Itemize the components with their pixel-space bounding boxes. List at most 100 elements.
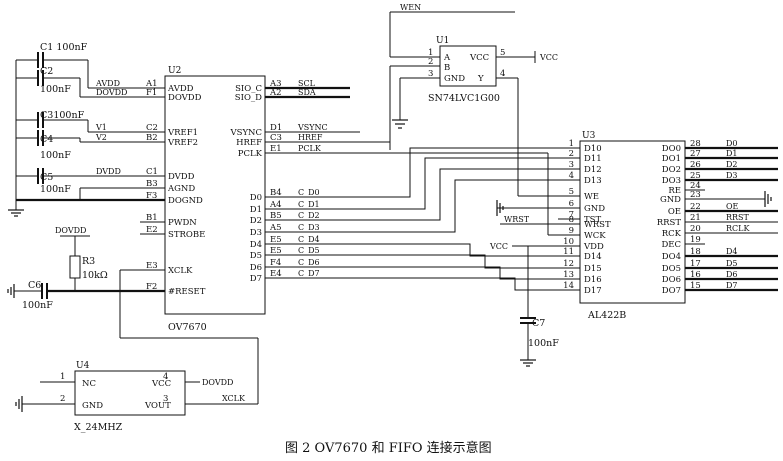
u2-net-v2: V2 xyxy=(95,133,107,142)
u3-pin-tst: TST xyxy=(584,215,601,225)
u3-pin-4-num: 4 xyxy=(569,171,574,181)
u2-pin-d6: D6 xyxy=(250,263,262,273)
u3-net-rclk: RCLK xyxy=(726,224,750,233)
u2-rpin-num-3: C3 xyxy=(270,133,282,143)
u2-rpin-num-8: A5 xyxy=(269,223,282,233)
u2-pin-f2-num: F2 xyxy=(146,282,157,292)
u2-pin-e2-num: E2 xyxy=(146,225,158,235)
u3-pin-d16: D16 xyxy=(584,275,602,285)
u1-pin-vcc: VCC xyxy=(469,53,489,63)
u2-rpin-num-2: D1 xyxy=(270,123,282,133)
u2-pin-b2-num: B2 xyxy=(146,133,158,143)
c7-value: 100nF xyxy=(528,338,559,349)
u3-pin-do5: DO5 xyxy=(662,264,681,274)
u2-pin-c1-num: C1 xyxy=(146,167,158,177)
u3-pin-8-num: 8 xyxy=(569,215,574,225)
u3-pin-d13: D13 xyxy=(584,176,602,186)
u2-pin-sio-d: SIO_D xyxy=(235,93,262,103)
u3-ref: U3 xyxy=(582,131,596,141)
u3-pin-11-num: 11 xyxy=(563,247,574,257)
u3-pin-5-num: 5 xyxy=(569,187,574,197)
u3-pin-d12: D12 xyxy=(584,165,602,175)
u2-pin-b3-num: B3 xyxy=(146,179,158,189)
u2-pin-reset: #RESET xyxy=(168,287,206,297)
u3-pin-do3: DO3 xyxy=(662,176,681,186)
u3-pin-15-num: 15 xyxy=(690,281,701,291)
u3-pin-rck: RCK xyxy=(662,229,682,239)
u2-pin-d4: D4 xyxy=(250,240,262,250)
c5-ref: C5 xyxy=(40,172,53,183)
u2-pin-pwdn: PWDN xyxy=(168,218,197,228)
u3-vcc-net: VCC xyxy=(489,242,508,251)
u3-pin-27-num: 27 xyxy=(690,149,701,159)
c2-value: 100nF xyxy=(40,84,71,95)
c6-value: 100nF xyxy=(22,300,53,311)
u3-net-rrst: RRST xyxy=(726,213,750,222)
u3-pin-gnd: GND xyxy=(584,204,605,214)
u2-name: OV7670 xyxy=(168,322,207,333)
u3-pin-oe: OE xyxy=(668,207,681,217)
u2-net-c-d0: C_D0 xyxy=(298,188,320,197)
u3-pin-gnd: GND xyxy=(660,195,681,205)
u2-pin-sio-c: SIO_C xyxy=(235,84,262,94)
u3-pin-d10: D10 xyxy=(584,144,602,154)
u2-rpin-num-6: A4 xyxy=(269,200,282,210)
u3-net-d6: D6 xyxy=(726,270,738,279)
u2-net-scl: SCL xyxy=(298,79,316,88)
u3-pin-23-num: 23 xyxy=(690,190,701,200)
r3-value: 10kΩ xyxy=(82,270,108,281)
u2-pin-href: HREF xyxy=(236,138,262,148)
u3-net-d2: D2 xyxy=(726,160,738,169)
u4-pin-1-num: 1 xyxy=(60,372,65,382)
u2-net-pclk: PCLK xyxy=(298,144,322,153)
u4-oscillator: U4 X_24MHZ 1 NC 2 GND 4 VCC DOVDD 3 VOUT… xyxy=(15,361,246,433)
c4-value: 100nF xyxy=(40,150,71,161)
u2-pin-e3-num: E3 xyxy=(146,261,158,271)
u3-pin-wck: WCK xyxy=(584,231,606,241)
u3-pin-17-num: 17 xyxy=(690,259,701,269)
u3-pin-do1: DO1 xyxy=(662,154,681,164)
u2-pin-d3: D3 xyxy=(250,228,262,238)
u3-pin-rrst: RRST xyxy=(657,218,682,228)
u3-pin-19-num: 19 xyxy=(690,235,701,245)
u2-rpin-num-0: A3 xyxy=(269,79,282,89)
u2-pin-f1-num: F1 xyxy=(146,88,157,98)
u3-pin-do6: DO6 xyxy=(662,275,681,285)
u2-rpin-num-7: B5 xyxy=(270,211,282,221)
cap-ladder: C1 100nF C2 100nF C3100nF C4 100nF C5 10… xyxy=(8,42,165,217)
u2-pin-d2: D2 xyxy=(250,216,262,226)
u2-pin-a1-num: A1 xyxy=(145,79,158,89)
u2-rpin-num-10: E5 xyxy=(270,246,282,256)
u3-pin-7-num: 7 xyxy=(569,210,574,220)
u4-pin-nc: NC xyxy=(82,379,96,389)
u3-pin-do0: DO0 xyxy=(662,144,681,154)
u2-pin-d1: D1 xyxy=(250,205,262,215)
interconnect xyxy=(360,141,580,291)
u3-pin-10-num: 10 xyxy=(563,237,574,247)
u1-pin-3-num: 3 xyxy=(428,69,433,79)
c1-label: C1 100nF xyxy=(40,42,88,53)
u2-net-v1: V1 xyxy=(95,123,107,132)
u3-pin-2-num: 2 xyxy=(569,149,574,159)
u2-net-c-d5: C_D5 xyxy=(298,246,320,255)
u3-pin-1-num: 1 xyxy=(569,139,574,149)
wrst-net: WRST xyxy=(504,215,530,224)
u3-pin-6-num: 6 xyxy=(569,199,574,209)
u2-rpin-num-4: E1 xyxy=(270,144,282,154)
u4-xclk-net: XCLK xyxy=(222,394,246,403)
u2-pin-d5: D5 xyxy=(250,251,262,261)
u4-pin-vcc: VCC xyxy=(151,379,171,389)
u2-net-c-d1: C_D1 xyxy=(298,200,320,209)
u2-rpin-num-11: F4 xyxy=(270,258,281,268)
u4-pin-2-num: 2 xyxy=(60,394,65,404)
u3-net-d7: D7 xyxy=(726,281,738,290)
u3-pin-14-num: 14 xyxy=(563,281,574,291)
u2-net-avdd: AVDD xyxy=(95,79,120,88)
u2-net-c-d7: C_D7 xyxy=(298,269,320,278)
u2-pin-dovdd: DOVDD xyxy=(168,93,202,103)
u2-rpin-num-5: B4 xyxy=(270,188,282,198)
u2-pin-b1-num: B1 xyxy=(146,213,158,223)
u3-pin-vdd: VDD xyxy=(583,242,604,252)
